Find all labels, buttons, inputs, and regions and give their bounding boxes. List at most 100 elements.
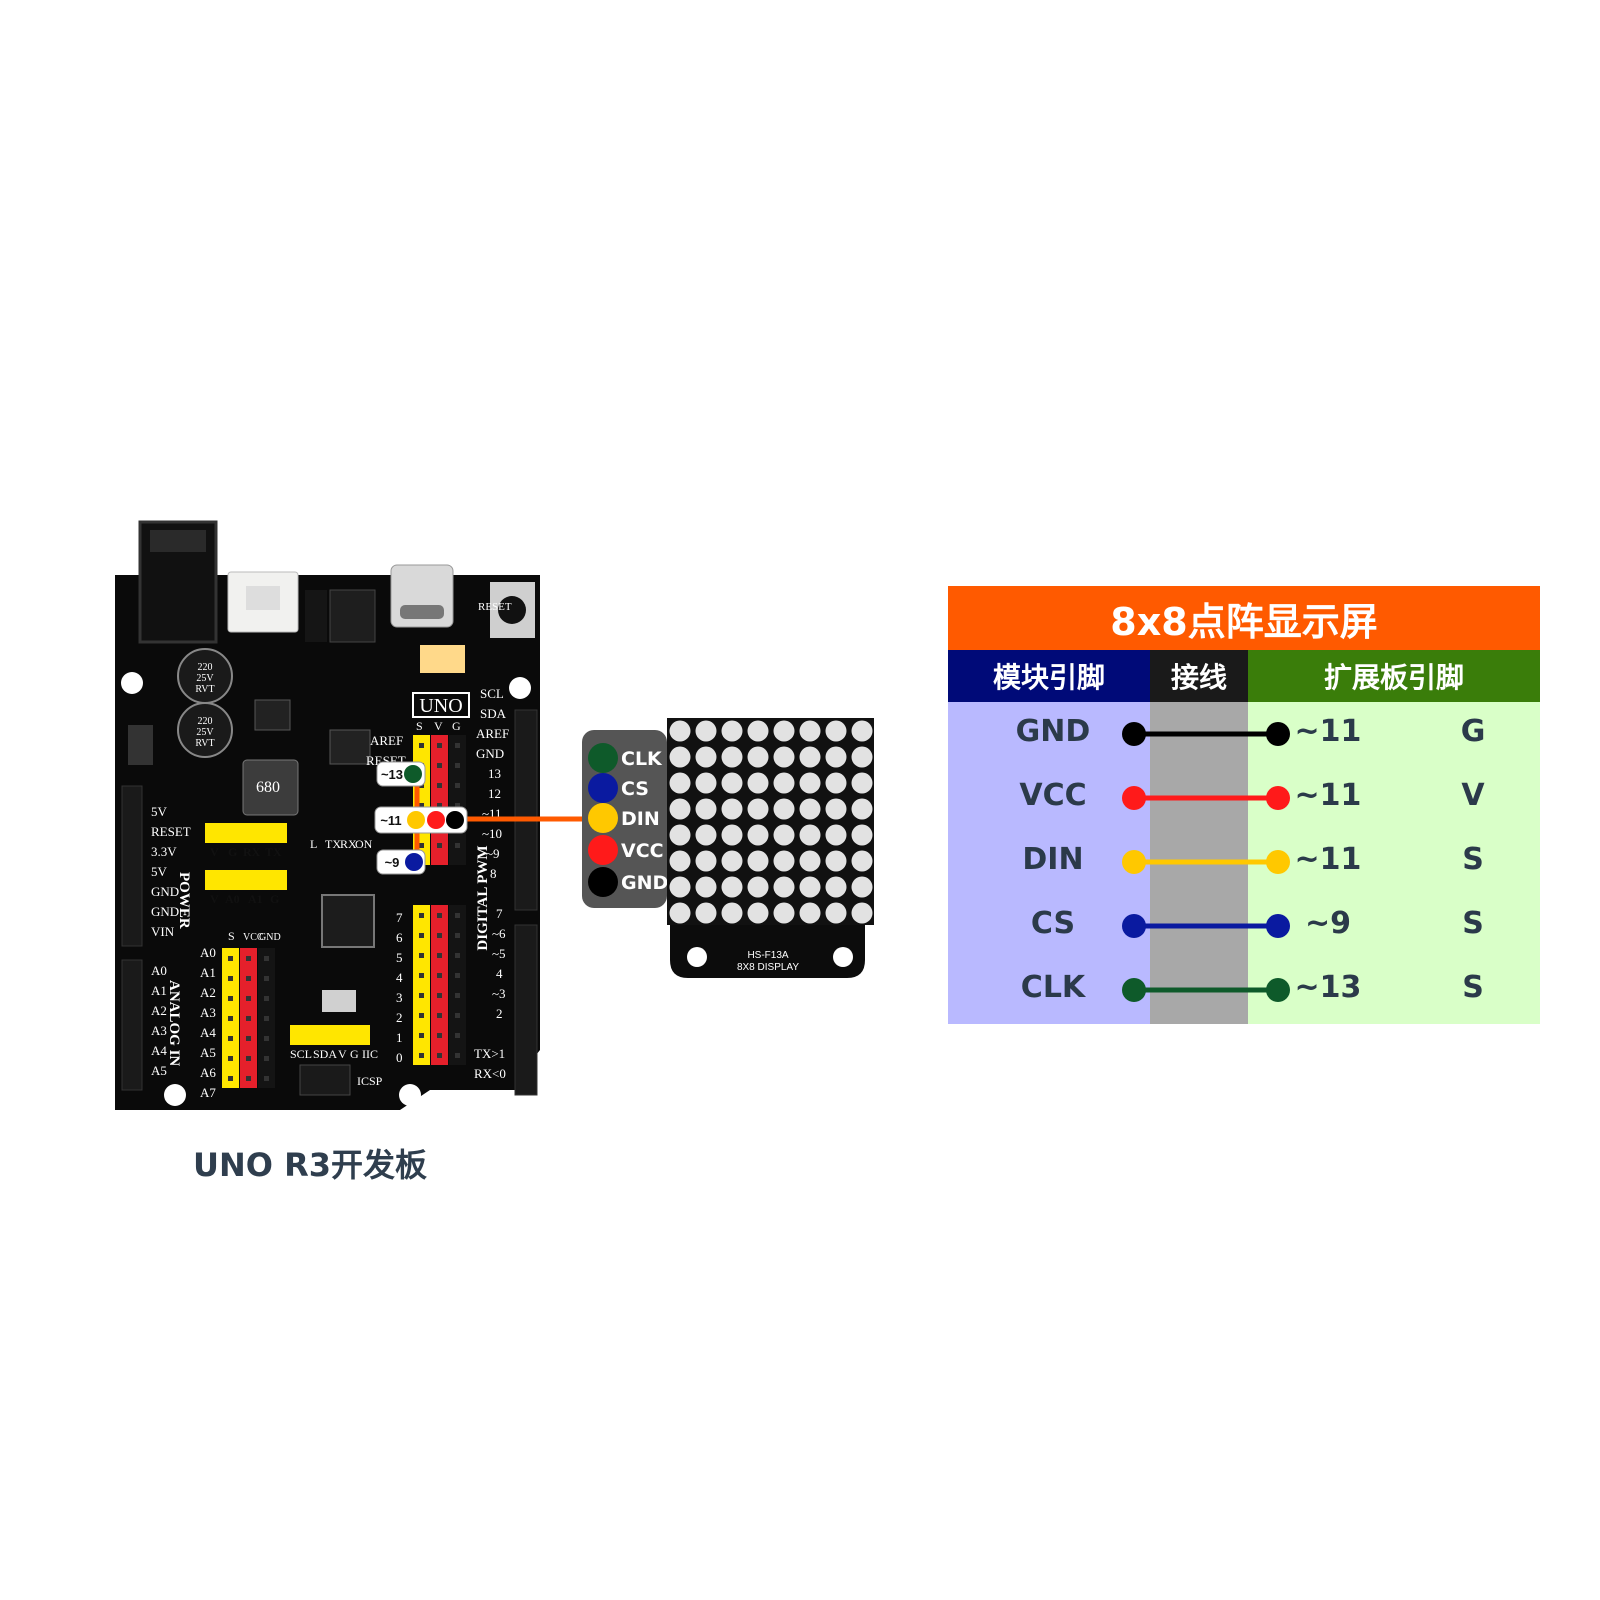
header-pin bbox=[228, 1056, 233, 1061]
header-pin bbox=[246, 976, 251, 981]
header-pin bbox=[419, 973, 424, 978]
led-dot bbox=[695, 824, 717, 846]
header-board-pin: 扩展板引脚 bbox=[1248, 650, 1540, 702]
svg-text:5: 5 bbox=[396, 950, 403, 965]
svg-text:7: 7 bbox=[396, 910, 403, 925]
header-pin bbox=[455, 953, 460, 958]
header-pin bbox=[419, 1053, 424, 1058]
header-pin bbox=[264, 956, 269, 961]
led-dot bbox=[773, 876, 795, 898]
led-dot bbox=[695, 772, 717, 794]
led-dot bbox=[773, 850, 795, 872]
header-pin bbox=[455, 763, 460, 768]
svg-text:~13: ~13 bbox=[381, 767, 403, 782]
led-dot bbox=[851, 772, 873, 794]
table-wire-lines bbox=[1122, 722, 1290, 1002]
led-dot bbox=[695, 876, 717, 898]
svg-text:RX: RX bbox=[243, 845, 261, 859]
module-pin-label: CS bbox=[621, 778, 649, 800]
led-dot bbox=[851, 902, 873, 924]
header-pin-cell: G bbox=[1460, 714, 1486, 749]
module-pin-cell: CS bbox=[1030, 906, 1076, 941]
mcu-chip bbox=[321, 894, 375, 948]
module-pin-label: VCC bbox=[621, 840, 664, 862]
svg-text:S: S bbox=[228, 929, 235, 943]
led-dot bbox=[747, 798, 769, 820]
wire-endpoint bbox=[1266, 914, 1290, 938]
led-dot bbox=[825, 902, 847, 924]
svg-text:SDA: SDA bbox=[313, 1047, 337, 1061]
svg-text:L: L bbox=[310, 837, 317, 851]
header-pin bbox=[437, 783, 442, 788]
header-pin bbox=[455, 1033, 460, 1038]
led-dot bbox=[747, 772, 769, 794]
svg-text:GND: GND bbox=[151, 884, 179, 899]
header-pin-cell: S bbox=[1462, 842, 1484, 877]
svg-text:G: G bbox=[452, 719, 461, 733]
svg-text:A0: A0 bbox=[200, 945, 216, 960]
header-pin bbox=[228, 1076, 233, 1081]
svg-text:~10: ~10 bbox=[482, 826, 502, 841]
led-dot bbox=[851, 850, 873, 872]
module-din-dot bbox=[588, 803, 618, 833]
header-pin bbox=[419, 743, 424, 748]
led-dot bbox=[799, 798, 821, 820]
module-gnd-dot bbox=[588, 867, 618, 897]
header-pin bbox=[437, 913, 442, 918]
svg-text:680: 680 bbox=[256, 779, 280, 796]
header-pin bbox=[455, 913, 460, 918]
svg-text:~3: ~3 bbox=[492, 986, 506, 1001]
header-pin bbox=[264, 996, 269, 1001]
led-dot bbox=[773, 746, 795, 768]
svg-text:V: V bbox=[338, 1047, 347, 1061]
svg-text:SDA: SDA bbox=[480, 706, 507, 721]
led-dot bbox=[669, 772, 691, 794]
module-clk-dot bbox=[588, 743, 618, 773]
module-pin-cell: VCC bbox=[1019, 778, 1087, 813]
svg-text:4: 4 bbox=[396, 970, 403, 985]
header-wire: 接线 bbox=[1150, 650, 1248, 702]
svg-text:~6: ~6 bbox=[492, 926, 506, 941]
module-pin-cell: DIN bbox=[1022, 842, 1084, 877]
svg-text:G: G bbox=[350, 1047, 359, 1061]
svg-text:G: G bbox=[228, 845, 237, 859]
module-connector: CLK CS DIN VCC GND bbox=[582, 730, 668, 908]
svg-text:RX<0: RX<0 bbox=[474, 1066, 506, 1081]
header-pin bbox=[437, 1033, 442, 1038]
wire-endpoint bbox=[1122, 722, 1146, 746]
analog-ext-header bbox=[205, 870, 287, 890]
uart-header bbox=[205, 823, 287, 843]
module-pin-cell: CLK bbox=[1020, 970, 1086, 1005]
svg-text:A1: A1 bbox=[151, 983, 167, 998]
svg-text:~9: ~9 bbox=[486, 846, 500, 861]
gnd-pin-dot bbox=[446, 811, 464, 829]
board-pin-cell: ~11 bbox=[1294, 842, 1362, 877]
svg-text:A4: A4 bbox=[151, 1043, 167, 1058]
svg-text:A4: A4 bbox=[200, 1025, 216, 1040]
header-pin bbox=[246, 1016, 251, 1021]
wire-endpoint bbox=[1266, 722, 1290, 746]
svg-text:A0: A0 bbox=[225, 892, 240, 906]
svg-text:A6: A6 bbox=[200, 1065, 216, 1080]
svg-text:13: 13 bbox=[488, 766, 501, 781]
wire-endpoint bbox=[1122, 914, 1146, 938]
led-dot bbox=[825, 850, 847, 872]
module-pin-label: GND bbox=[621, 872, 668, 894]
led-dot bbox=[799, 746, 821, 768]
module-pin-label: DIN bbox=[621, 808, 660, 830]
board-column bbox=[1248, 702, 1540, 1024]
led-dot bbox=[747, 876, 769, 898]
header-pin bbox=[264, 1076, 269, 1081]
led-dot bbox=[825, 876, 847, 898]
svg-text:AREF: AREF bbox=[370, 733, 403, 748]
led-dot bbox=[799, 876, 821, 898]
led-dot bbox=[669, 798, 691, 820]
svg-text:TX>1: TX>1 bbox=[474, 1046, 505, 1061]
led-dot bbox=[721, 772, 743, 794]
svg-text:AREF: AREF bbox=[476, 726, 509, 741]
svg-text:A0: A0 bbox=[151, 963, 167, 978]
led-dot bbox=[773, 772, 795, 794]
analog-header bbox=[121, 959, 143, 1091]
led-dot bbox=[669, 850, 691, 872]
